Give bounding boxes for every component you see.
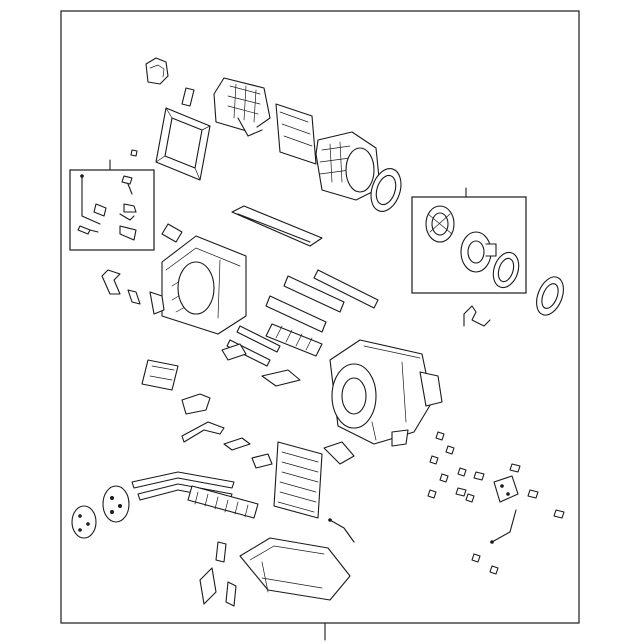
hardware-cluster[interactable] bbox=[427, 431, 565, 575]
blower-motor-fan[interactable] bbox=[425, 205, 455, 243]
harness-lead[interactable] bbox=[490, 509, 517, 544]
drain-hose[interactable] bbox=[328, 518, 355, 543]
duct-adapter[interactable] bbox=[181, 393, 211, 415]
cabin-air-filter[interactable] bbox=[275, 103, 317, 165]
door-shaft-lever[interactable] bbox=[221, 343, 301, 387]
blower-housing[interactable] bbox=[329, 339, 443, 447]
lower-case-clip[interactable] bbox=[215, 541, 227, 563]
hardware-callout-box bbox=[69, 159, 155, 251]
blower-inlet-grille[interactable] bbox=[315, 131, 381, 201]
case-gasket[interactable] bbox=[161, 223, 183, 243]
seal-strip-vertical[interactable] bbox=[101, 269, 141, 305]
blower-motor[interactable] bbox=[460, 231, 497, 273]
recirc-door[interactable] bbox=[213, 77, 271, 137]
wire-clip[interactable] bbox=[463, 305, 491, 327]
heater-hose-pipe[interactable] bbox=[181, 421, 251, 451]
mode-actuator-bracket[interactable] bbox=[145, 57, 169, 85]
evaporator-core[interactable] bbox=[231, 205, 323, 247]
heater-case-left-half[interactable] bbox=[149, 235, 247, 335]
pipe-connector[interactable] bbox=[251, 453, 273, 469]
pipe-gasket-b[interactable] bbox=[71, 505, 97, 539]
filter-housing-frame[interactable] bbox=[155, 107, 211, 181]
evaporator-bracket[interactable] bbox=[323, 441, 355, 465]
small-clip[interactable] bbox=[130, 149, 138, 157]
blower-motor-seal[interactable] bbox=[489, 249, 523, 291]
door-link[interactable] bbox=[181, 87, 195, 107]
lower-case[interactable] bbox=[239, 537, 351, 601]
temp-door-grid[interactable] bbox=[265, 323, 323, 357]
blower-seal-ring[interactable] bbox=[366, 165, 406, 215]
outer-seal-ring[interactable] bbox=[531, 273, 568, 319]
diagram-frame bbox=[60, 10, 580, 624]
drain-seal[interactable] bbox=[199, 567, 237, 607]
pipe-gasket-a[interactable] bbox=[102, 485, 130, 523]
duct-seal[interactable] bbox=[141, 359, 179, 391]
resistor-module[interactable] bbox=[493, 475, 519, 503]
evaporator-unit[interactable] bbox=[273, 441, 323, 519]
heater-core[interactable] bbox=[187, 485, 259, 519]
